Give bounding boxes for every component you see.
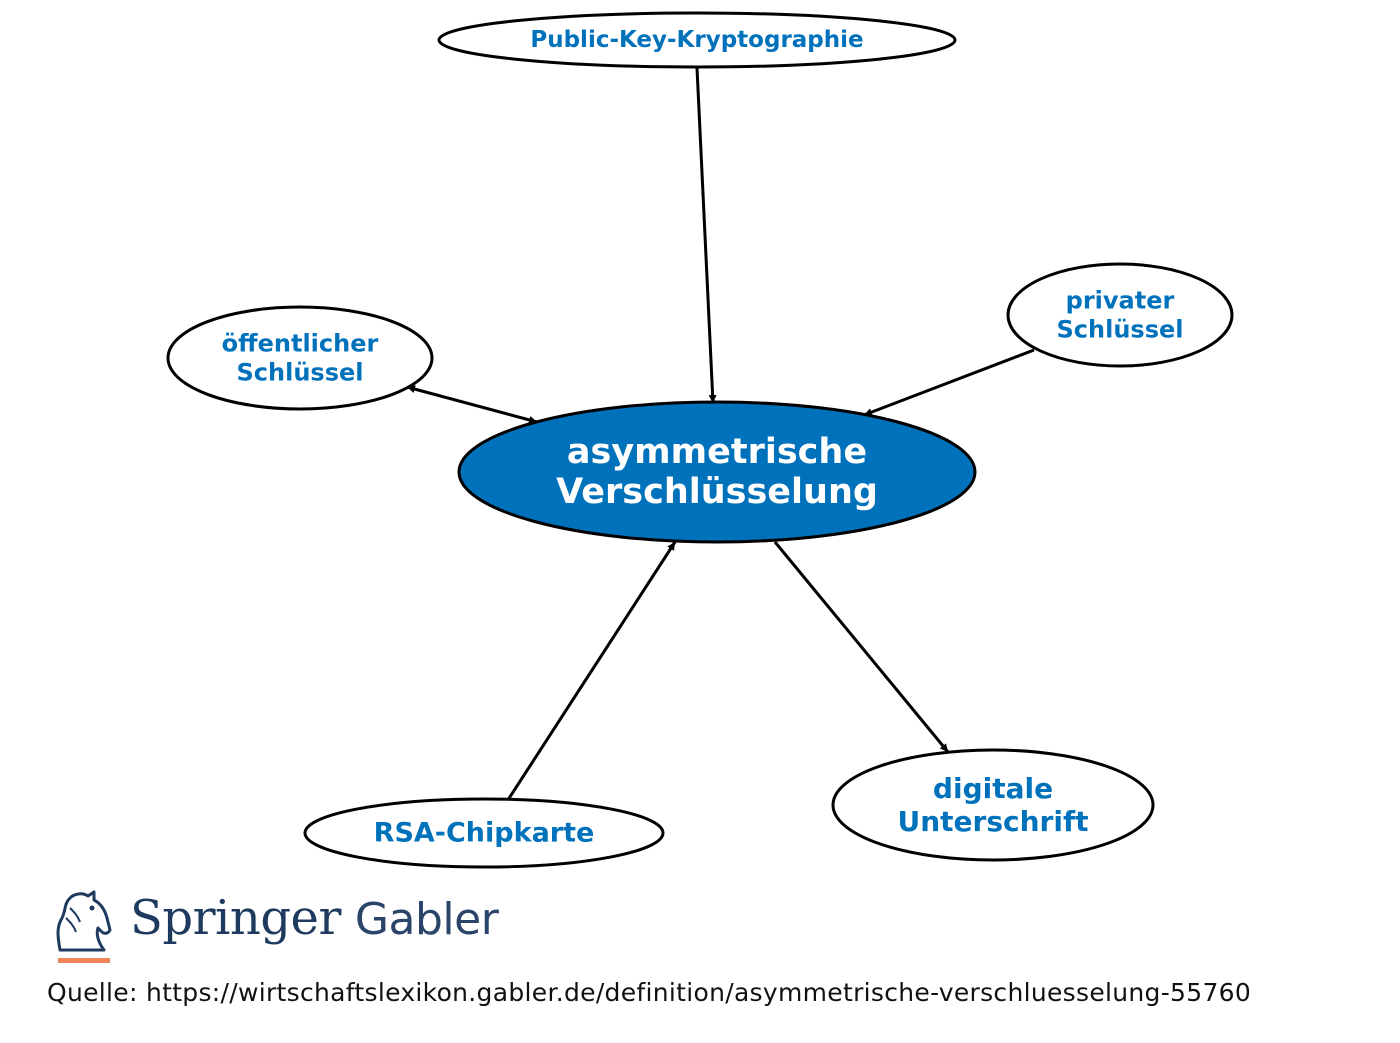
node-ellipse [437,11,957,69]
logo-underline [58,958,110,963]
horse-head-icon [56,890,112,963]
node-ellipse [303,797,665,869]
node-ellipse [166,305,434,411]
edges [406,67,1035,804]
logo-wordmark: Springer Gabler [130,890,499,946]
node-label-line: asymmetrische [567,432,867,472]
logo-sub: Gabler [354,894,499,945]
edge-rsa-to-center [504,541,677,804]
edge-pkk-to-center [695,67,717,404]
edge-oeff-to-center [406,385,538,424]
node-label-line: Public-Key-Kryptographie [530,27,863,53]
logo-brand: Springer [130,890,341,946]
edge-priv-to-center [863,348,1035,417]
node-label-line: RSA-Chipkarte [374,818,595,849]
node-ellipse [831,748,1155,862]
node-label-line: digitale [933,772,1053,805]
node-label-line: Schlüssel [1057,316,1184,344]
node-ellipse [1006,262,1234,368]
node-label-line: Unterschrift [897,805,1088,838]
source-citation: Quelle: https://wirtschaftslexikon.gable… [47,978,1252,1007]
edge-center-to-dig [773,541,950,753]
node-pkk[interactable]: Public-Key-Kryptographie [437,11,957,69]
node-label-line: Verschlüsselung [556,472,878,512]
node-label-line: öffentlicher [222,330,379,358]
node-ellipse [457,400,977,544]
springer-gabler-logo: Springer Gabler [48,888,508,968]
node-label-line: Schlüssel [237,359,364,387]
node-rsa[interactable]: RSA-Chipkarte [303,797,665,869]
node-label-line: privater [1066,287,1175,315]
